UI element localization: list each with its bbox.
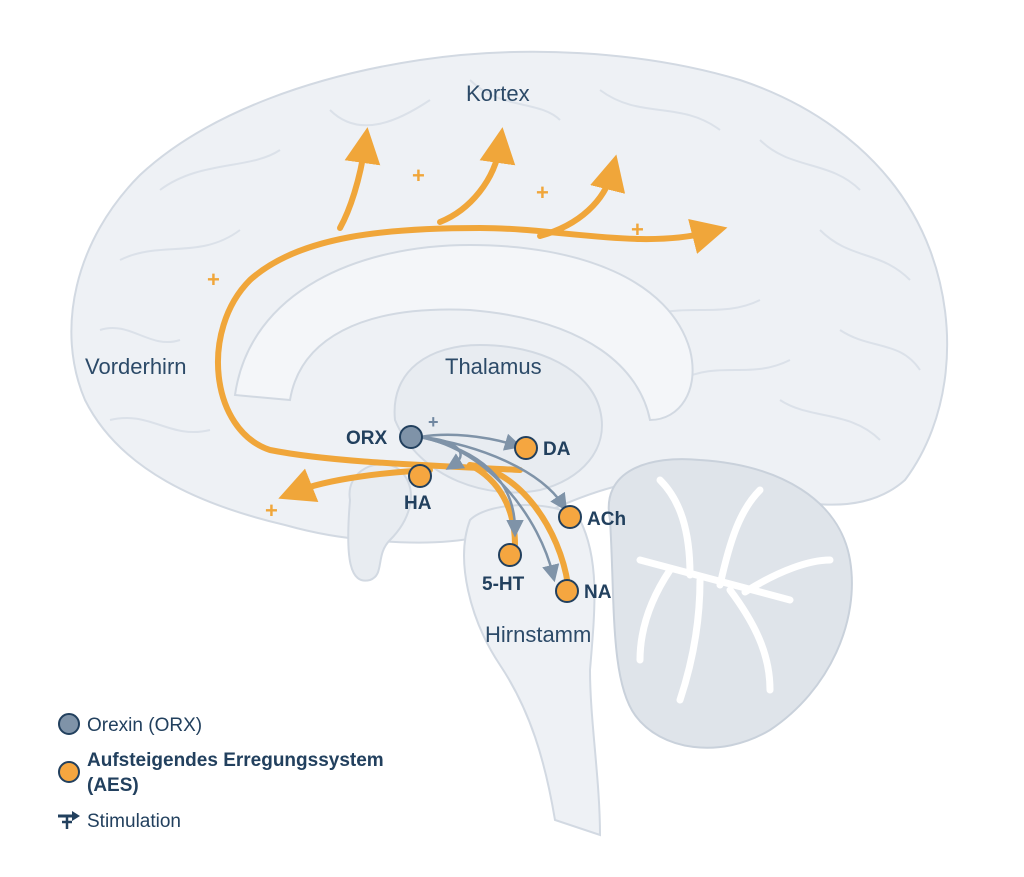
da-label: DA bbox=[543, 439, 571, 460]
cerebellum-shape bbox=[607, 458, 853, 749]
plus-sign-2: + bbox=[536, 180, 549, 205]
brainstem-shape bbox=[463, 504, 602, 837]
plus-sign-3: + bbox=[631, 217, 644, 242]
aes-forebrain-pathway bbox=[214, 127, 728, 588]
serotonin-label: 5-HT bbox=[482, 574, 525, 595]
ha-node bbox=[408, 464, 432, 488]
thalamus-label: Thalamus bbox=[445, 354, 542, 379]
legend-stimulation-label: Stimulation bbox=[87, 811, 181, 832]
stimulation-icon bbox=[58, 811, 80, 829]
orexin-projections bbox=[418, 433, 568, 583]
plus-sign-1: + bbox=[412, 163, 425, 188]
legend-aes-label-line1: Aufsteigendes Erregungssystem bbox=[87, 750, 384, 771]
arbor-vitae bbox=[636, 476, 834, 704]
legend-orexin-swatch bbox=[58, 713, 80, 735]
orx-label: ORX bbox=[346, 428, 388, 449]
hypothalamus-shape bbox=[347, 463, 412, 582]
legend-aes-swatch bbox=[58, 761, 80, 783]
corpus-callosum bbox=[233, 243, 694, 422]
plus-sign-4: + bbox=[207, 267, 220, 292]
serotonin-node bbox=[498, 543, 522, 567]
plus-sign-5: + bbox=[265, 498, 278, 523]
ach-label: ACh bbox=[587, 509, 626, 530]
legend-aes-label-line2: (AES) bbox=[87, 775, 139, 796]
hirnstamm-label: Hirnstamm bbox=[485, 622, 591, 647]
ach-node bbox=[558, 505, 582, 529]
ha-label: HA bbox=[404, 493, 432, 514]
na-label: NA bbox=[584, 582, 612, 603]
vorderhirn-label: Vorderhirn bbox=[85, 354, 187, 379]
plus-sign-orexin: + bbox=[428, 412, 439, 432]
da-node bbox=[514, 436, 538, 460]
kortex-label: Kortex bbox=[466, 81, 530, 106]
legend-orexin-label: Orexin (ORX) bbox=[87, 715, 202, 736]
na-node bbox=[555, 579, 579, 603]
orx-node bbox=[399, 425, 423, 449]
legend: Orexin (ORX) Aufsteigendes Erregungssyst… bbox=[58, 713, 384, 832]
